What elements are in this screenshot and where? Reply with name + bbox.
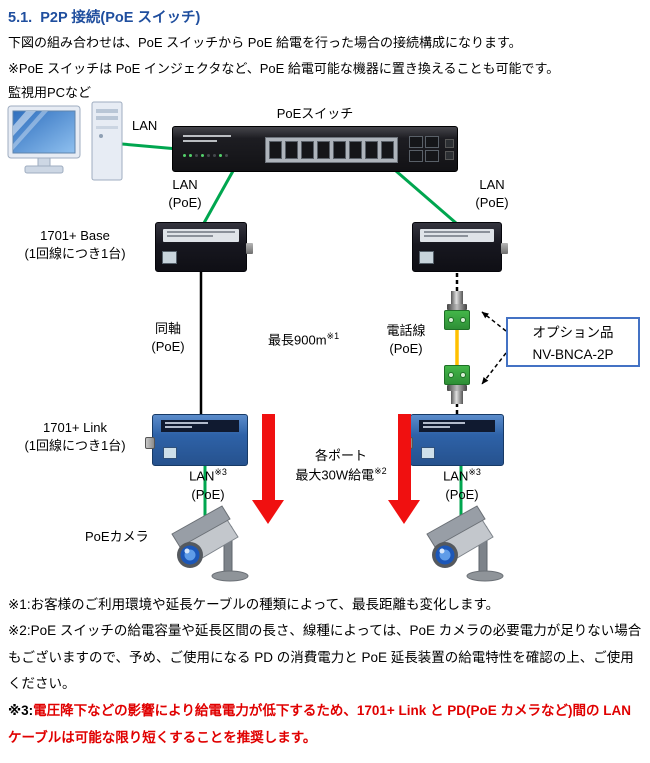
switch-uplink-ports [409, 136, 439, 162]
link-unit-right [403, 414, 504, 466]
bnc-adapter-bottom [439, 365, 475, 404]
lan-poe-label-right: LAN (PoE) [475, 177, 509, 211]
poe-camera-illustration-right [426, 505, 504, 582]
bnc-plug-icon [451, 291, 463, 304]
option-arrow-top [481, 311, 507, 332]
option-part-box: オプション品 NV-BNCA-2P [506, 317, 640, 367]
lan-line-switch-base-right [395, 169, 457, 225]
base-unit-caption: 1701+ Base (1回線につき1台) [24, 228, 126, 262]
pc-caption: 監視用PCなど [8, 85, 92, 100]
rj45-port [421, 447, 435, 459]
base-unit-left [155, 222, 253, 272]
switch-rj45-ports [265, 137, 398, 163]
switch-print-marks [183, 135, 231, 145]
option-arrow-bottom [481, 352, 507, 385]
poe-camera-illustration-left [171, 505, 249, 582]
footnote-ref-1: ※1 [326, 331, 340, 341]
footnote-3-warning-text: 電圧降下などの影響により給電電力が低下するため、1701+ Link と PD(… [8, 703, 632, 745]
power-per-port-label: 各ポート 最大30W給電※2 [295, 448, 387, 483]
camera-caption: PoEカメラ [85, 529, 149, 544]
power-arrow-left [252, 414, 284, 524]
footnote-3: ※3:電圧降下などの影響により給電電力が低下するため、1701+ Link と … [8, 698, 642, 751]
bnc-adapter-top [439, 291, 475, 330]
lan-poe-label-left: LAN (PoE) [168, 177, 202, 211]
rj45-port [419, 251, 434, 264]
coax-label: 同軸 (PoE) [151, 321, 185, 355]
footnote-ref-3: ※3 [468, 467, 481, 477]
pc-tower-icon [91, 101, 123, 181]
terminal-block-icon [444, 365, 470, 385]
footnote-ref-3: ※3 [214, 467, 227, 477]
poe-switch-caption: PoEスイッチ [276, 106, 354, 121]
switch-led-row [183, 154, 228, 157]
bnc-plug-icon [451, 391, 463, 404]
bnc-connector [501, 243, 508, 254]
link-unit-left [145, 414, 248, 466]
section-heading: 5.1. P2P 接続(PoE スイッチ) [8, 10, 201, 26]
link-unit-caption: 1701+ Link (1回線につき1台) [24, 420, 126, 454]
rj45-port [162, 251, 177, 264]
intro-text-1: 下図の組み合わせは、PoE スイッチから PoE 給電を行った場合の接続構成にな… [8, 35, 522, 50]
bnc-connector [246, 243, 253, 254]
camera-mount-base [466, 570, 504, 582]
device-label-band [419, 420, 495, 432]
base-unit-right [412, 222, 508, 272]
camera-hood [171, 505, 231, 548]
poe-switch-illustration [172, 126, 458, 172]
footnote-1: ※1:お客様のご利用環境や延長ケーブルの種類によって、最長距離も変化します。 [8, 597, 500, 612]
rj45-port [163, 447, 177, 459]
phone-line-label: 電話線 (PoE) [386, 323, 426, 357]
intro-text-2: ※PoE スイッチは PoE インジェクタなど、PoE 給電可能な機器に置き換え… [8, 61, 560, 76]
lan-poe-label-camera-right: LAN※3 (PoE) [443, 467, 481, 502]
lan-line-switch-base-left [202, 170, 235, 224]
footnote-3-prefix: ※3: [8, 703, 34, 718]
device-label-band [161, 420, 239, 432]
device-label-band [163, 229, 239, 242]
switch-sfp-slots [445, 139, 454, 160]
footnote-ref-2: ※2 [374, 466, 387, 477]
lan-poe-label-camera-left: LAN※3 (PoE) [189, 467, 227, 502]
bnc-nut-icon [447, 304, 467, 310]
camera-mount-base [211, 570, 249, 582]
terminal-block-icon [444, 310, 470, 330]
bnc-nut-icon [447, 385, 467, 391]
surveillance-pc-illustration [7, 101, 123, 181]
device-label-band [420, 229, 494, 242]
lan-line-pc-switch [121, 142, 179, 151]
pc-lan-label: LAN [132, 118, 158, 133]
bnc-connector [145, 437, 155, 449]
max-length-label: 最長900m※1 [268, 331, 340, 348]
power-arrow-right [388, 414, 420, 524]
footnote-2: ※2:PoE スイッチの給電容量や延長区間の長さ、線種によっては、PoE カメラ… [8, 623, 642, 691]
camera-hood [426, 505, 486, 548]
